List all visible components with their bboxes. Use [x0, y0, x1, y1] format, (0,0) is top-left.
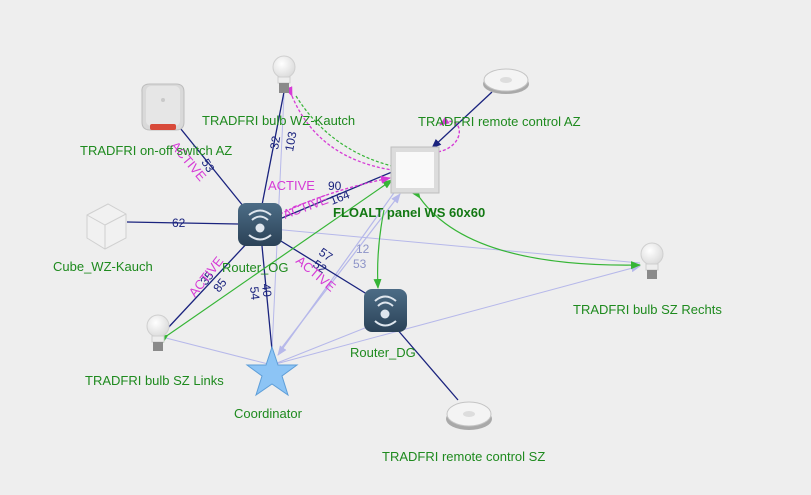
- node-label: Router_DG: [350, 345, 416, 360]
- active-self-loop-floalt: [437, 116, 460, 153]
- bulb-icon: [272, 55, 296, 93]
- switch-icon: [141, 83, 185, 131]
- node-bulb-sz-links[interactable]: TRADFRI bulb SZ Links: [85, 314, 224, 388]
- router-icon: [238, 203, 282, 246]
- node-router-dg[interactable]: Router_DG: [350, 289, 416, 360]
- remote-icon: [446, 401, 492, 430]
- active-link-bulb-wz-floalt-2: [295, 95, 393, 167]
- link-label: 53: [353, 257, 367, 271]
- link-router-dg-remote-sz: [395, 327, 459, 401]
- bulb-icon: [146, 314, 170, 351]
- active-label: ACTIVE: [268, 178, 315, 193]
- active-link-og-floalt: [279, 175, 391, 215]
- links: [126, 86, 641, 401]
- link-floalt-router-dg: [373, 209, 385, 289]
- cube-icon: [86, 203, 127, 250]
- node-remote-az[interactable]: TRADFRI remote control AZ: [418, 68, 581, 129]
- panel-icon: [390, 146, 440, 194]
- node-label: TRADFRI bulb WZ-Kautch: [202, 113, 355, 128]
- node-coordinator[interactable]: Coordinator: [234, 345, 303, 421]
- link-label: 62: [172, 216, 186, 230]
- node-label: Coordinator: [234, 406, 303, 421]
- link-floalt-bulb-sz-rechts: [411, 188, 641, 270]
- link-label: 90: [328, 179, 342, 193]
- link-coord-bulb-sz-rechts: [271, 264, 641, 366]
- node-label: TRADFRI bulb SZ Rechts: [573, 302, 722, 317]
- node-remote-sz[interactable]: TRADFRI remote control SZ: [382, 401, 545, 464]
- node-label: TRADFRI remote control AZ: [418, 114, 581, 129]
- link-label: 12: [356, 242, 370, 256]
- node-bulb-wz[interactable]: TRADFRI bulb WZ-Kautch: [202, 55, 355, 128]
- link-label: 103: [282, 130, 299, 152]
- node-label: TRADFRI remote control SZ: [382, 449, 545, 464]
- link-label: 40: [259, 283, 274, 298]
- link-coord-bulb-sz-links: [161, 336, 273, 366]
- node-cube[interactable]: Cube_WZ-Kauch: [53, 203, 153, 274]
- node-label: TRADFRI bulb SZ Links: [85, 373, 224, 388]
- node-floalt[interactable]: FLOALT panel WS 60x60: [333, 146, 485, 220]
- node-bulb-sz-rechts[interactable]: TRADFRI bulb SZ Rechts: [573, 242, 722, 317]
- bulb-icon: [640, 242, 664, 279]
- remote-icon: [483, 68, 529, 94]
- link-labels: 53 32 103 62 90 164 35 85 54 40 57 52 12…: [172, 130, 370, 301]
- link-label: 32: [267, 135, 283, 151]
- active-label: ACTIVE: [281, 192, 331, 222]
- link-remote-az-floalt: [431, 91, 493, 149]
- node-switch-az[interactable]: TRADFRI on-off switch AZ: [80, 83, 232, 158]
- node-label: Router_OG: [222, 260, 288, 275]
- node-label: TRADFRI on-off switch AZ: [80, 143, 232, 158]
- link-label: 54: [247, 286, 262, 301]
- star-icon: [245, 345, 299, 397]
- node-router-og[interactable]: Router_OG: [222, 203, 288, 275]
- router-icon: [364, 289, 407, 332]
- node-label: FLOALT panel WS 60x60: [333, 205, 485, 220]
- node-label: Cube_WZ-Kauch: [53, 259, 153, 274]
- active-link-bulb-wz-floalt: [284, 86, 393, 171]
- link-bulb-sz-links-floalt: [158, 179, 393, 344]
